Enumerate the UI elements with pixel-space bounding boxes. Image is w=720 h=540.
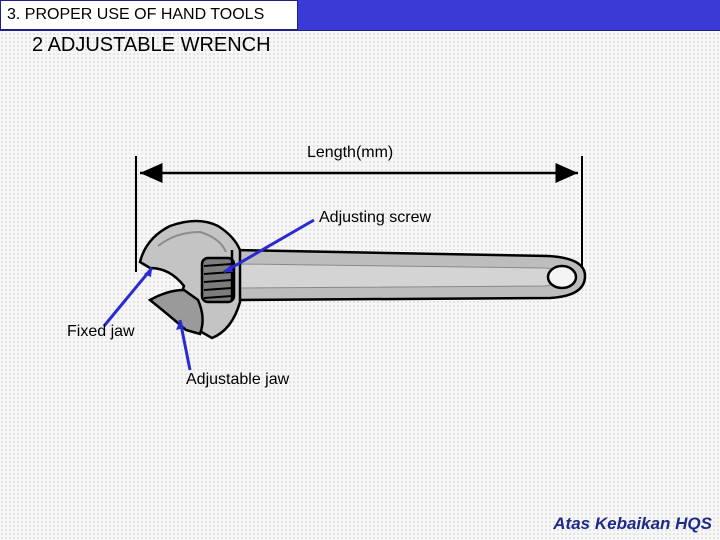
fixed-jaw-pointer xyxy=(102,267,154,327)
adjusting-screw-pointer xyxy=(223,218,315,274)
wrench-handle xyxy=(230,248,587,302)
section-subtitle: 2 ADJUSTABLE WRENCH xyxy=(32,34,271,56)
adjusting-screw-label: Adjusting screw xyxy=(319,209,432,226)
hang-hole xyxy=(546,264,578,290)
footer-credit: Atas Kebaikan HQS xyxy=(553,514,712,533)
adjustable-jaw-label: Adjustable jaw xyxy=(186,371,290,388)
wrench-head xyxy=(138,219,242,340)
fixed-jaw-label: Fixed jaw xyxy=(67,323,135,340)
adjustable-jaw-shape xyxy=(147,288,204,336)
page-title: 3. PROPER USE OF HAND TOOLS xyxy=(0,0,298,30)
length-label: Length(mm) xyxy=(307,144,394,161)
adjusting-screw-shape xyxy=(200,256,236,304)
